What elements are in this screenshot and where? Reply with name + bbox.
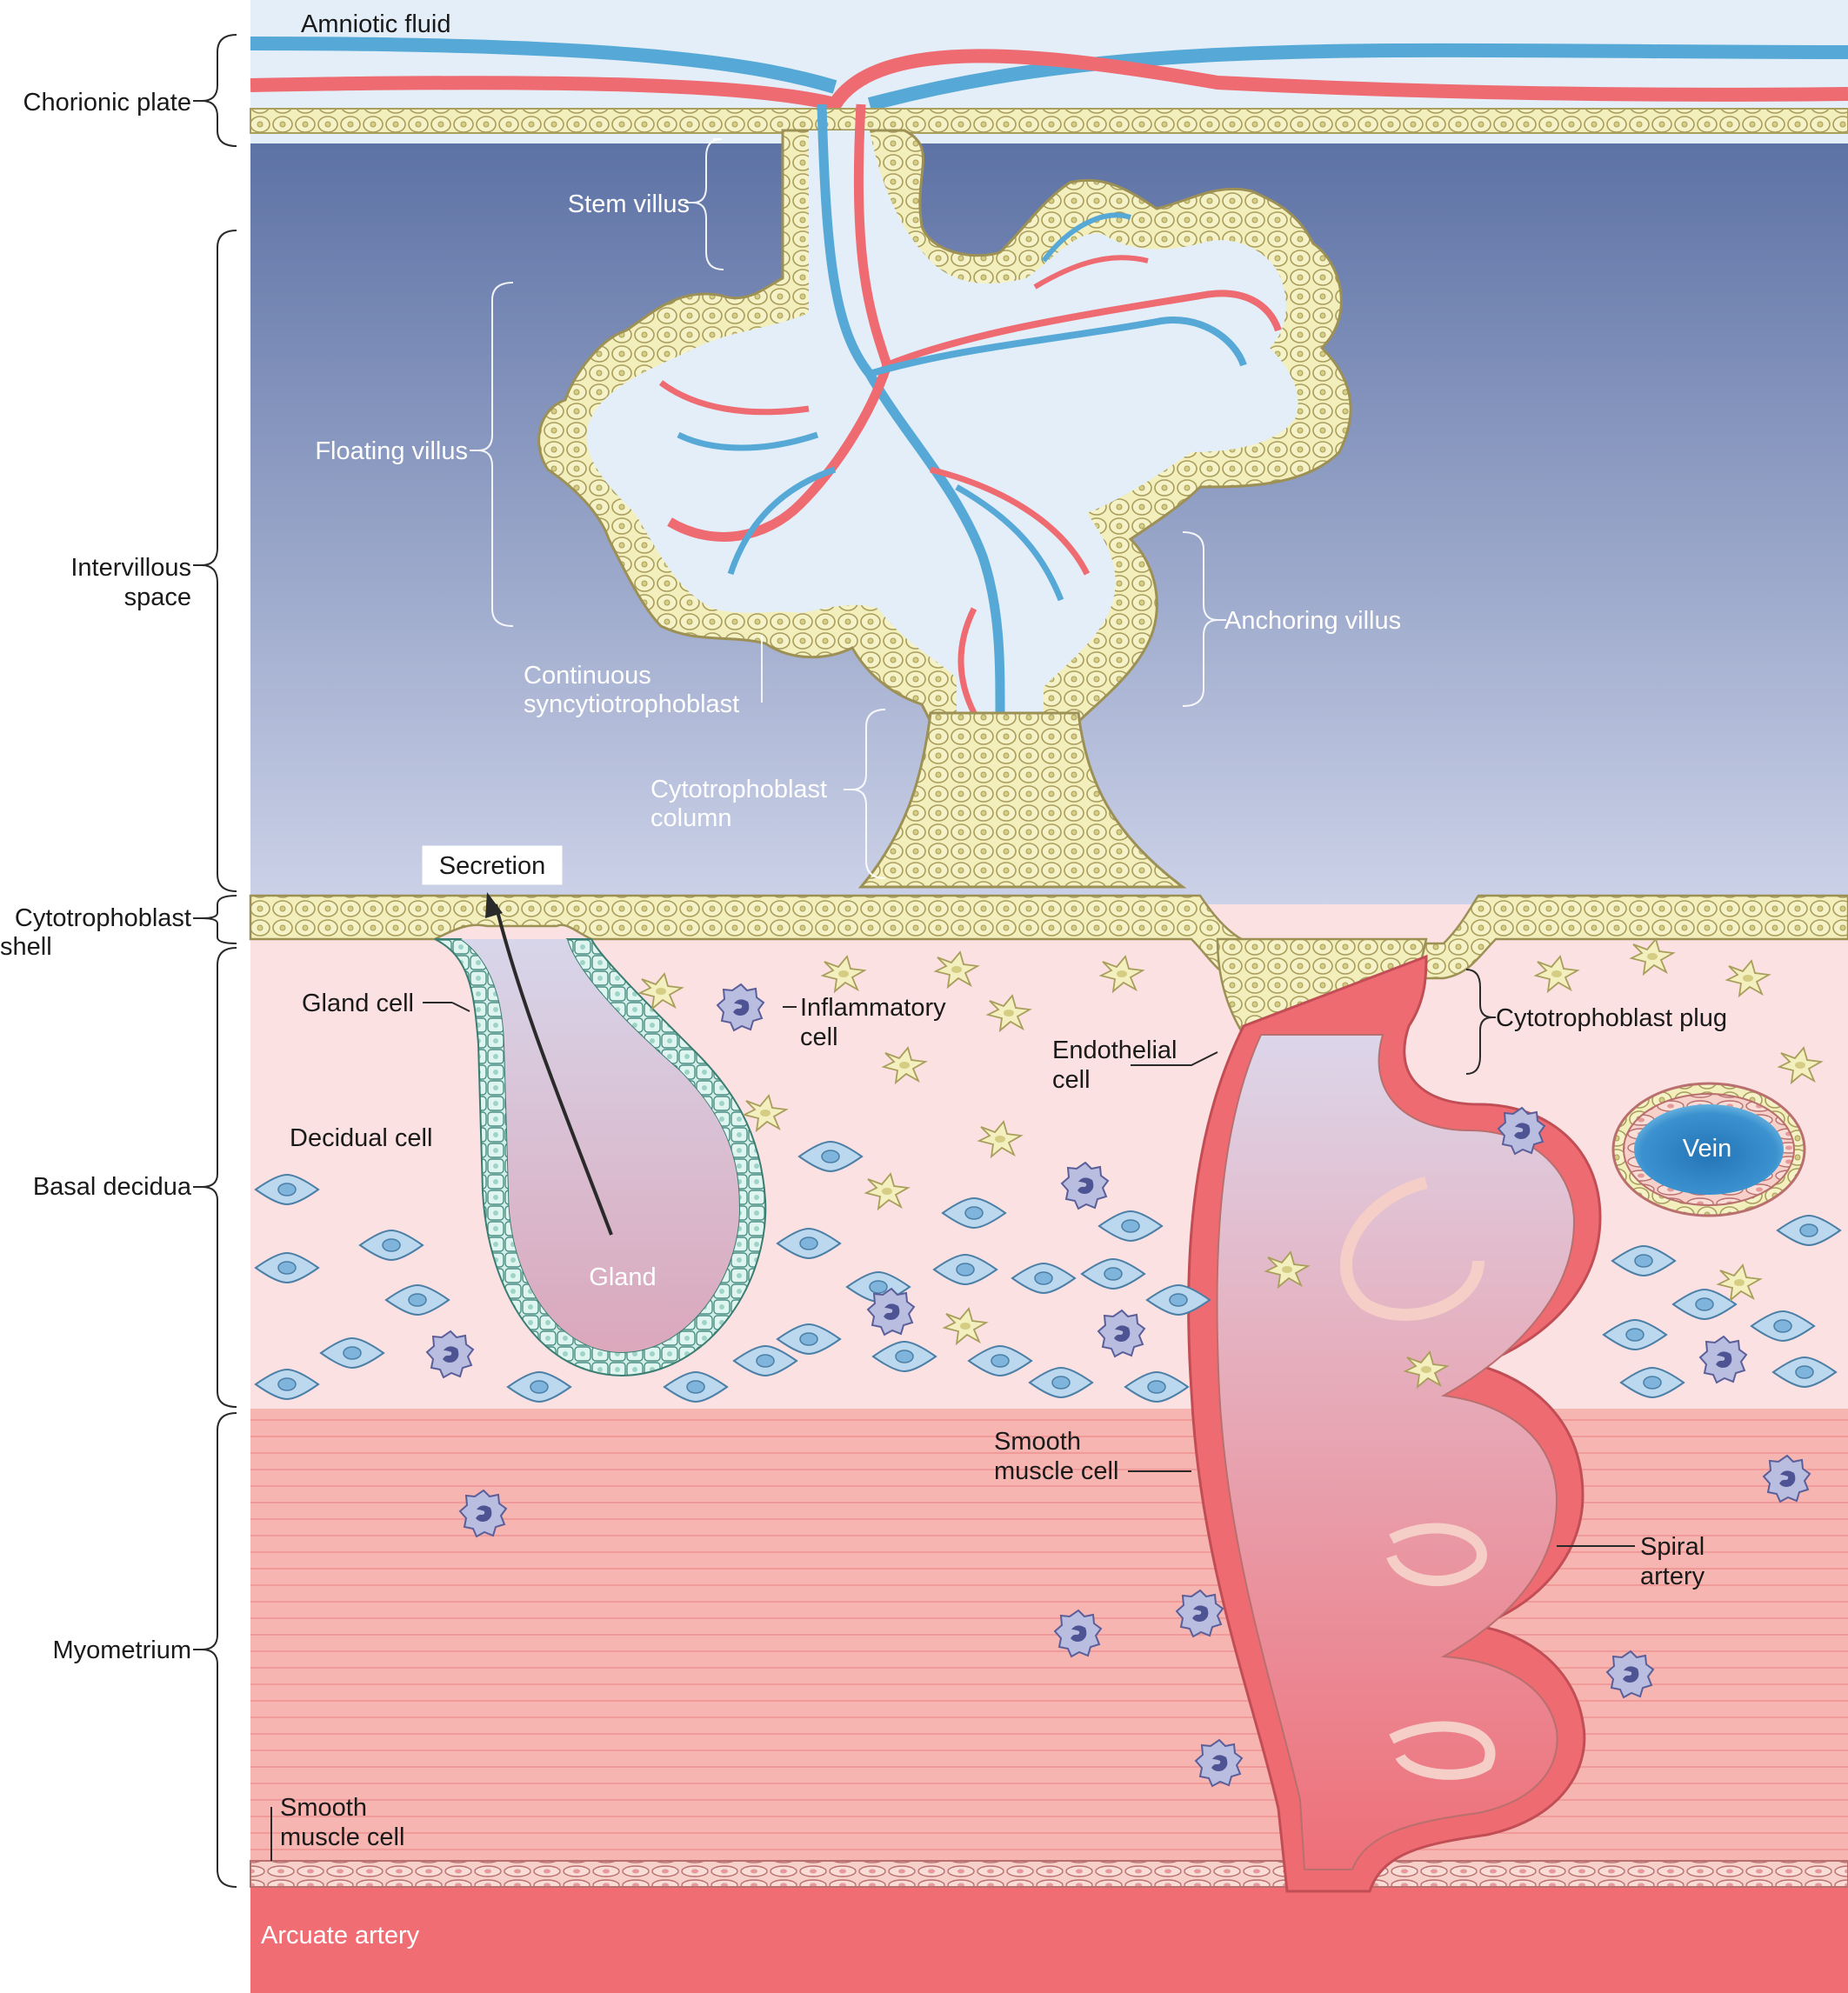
label-cyto-column-1: Cytotrophoblast — [650, 776, 827, 803]
label-stem-villus: Stem villus — [568, 190, 690, 218]
spiral-artery — [1187, 954, 1602, 1893]
arcuate-artery-region — [250, 1887, 1848, 1993]
label-gland: Gland — [589, 1263, 656, 1291]
label-inflammatory-1: Inflammatory — [800, 994, 946, 1022]
label-cyto-plug: Cytotrophoblast plug — [1496, 1004, 1727, 1032]
label-endothelial-1: Endothelial — [1052, 1036, 1178, 1064]
label-decidual-cell: Decidual cell — [290, 1124, 432, 1152]
label-intervillous-space-1: Intervillous — [70, 554, 191, 582]
label-spiral-2: artery — [1640, 1563, 1705, 1590]
label-endothelial-2: cell — [1052, 1066, 1091, 1094]
label-cytotrophoblast-shell-2: shell — [0, 933, 52, 961]
cytotrophoblast-column — [857, 711, 1187, 889]
label-cyto-column-2: column — [650, 804, 732, 832]
label-secretion: Secretion — [439, 852, 546, 880]
leader-lines — [193, 100, 1635, 1861]
villous-tree — [537, 103, 1352, 889]
label-smc-myo-1: Smooth — [280, 1794, 367, 1822]
chorionic-plate — [250, 37, 1848, 134]
gland — [434, 892, 767, 1377]
label-vein: Vein — [1683, 1135, 1731, 1163]
label-myometrium: Myometrium — [52, 1636, 191, 1664]
label-continuous-sync-1: Continuous — [524, 662, 651, 690]
label-smc-spiral-1: Smooth — [994, 1428, 1081, 1456]
label-spiral-1: Spiral — [1640, 1533, 1705, 1561]
label-anchoring-villus: Anchoring villus — [1224, 607, 1401, 635]
label-chorionic-plate: Chorionic plate — [23, 89, 191, 117]
label-cytotrophoblast-shell-1: Cytotrophoblast — [15, 904, 191, 932]
label-inflammatory-2: cell — [800, 1023, 838, 1051]
label-smc-myo-2: muscle cell — [280, 1823, 404, 1851]
secretion-box — [422, 845, 563, 885]
label-smc-spiral-2: muscle cell — [994, 1457, 1118, 1485]
label-basal-decidua: Basal decidua — [33, 1173, 192, 1201]
labels: Amniotic fluid Chorionic plate Intervill… — [0, 10, 1731, 1950]
label-intervillous-space-2: space — [124, 583, 191, 611]
label-continuous-sync-2: syncytiotrophoblast — [524, 690, 739, 718]
label-floating-villus: Floating villus — [315, 437, 468, 465]
label-amniotic-fluid: Amniotic fluid — [301, 10, 450, 38]
vein — [1611, 1082, 1806, 1217]
label-gland-cell: Gland cell — [302, 990, 414, 1017]
secretion-arrow — [494, 903, 613, 1236]
label-arcuate-artery: Arcuate artery — [261, 1922, 420, 1950]
